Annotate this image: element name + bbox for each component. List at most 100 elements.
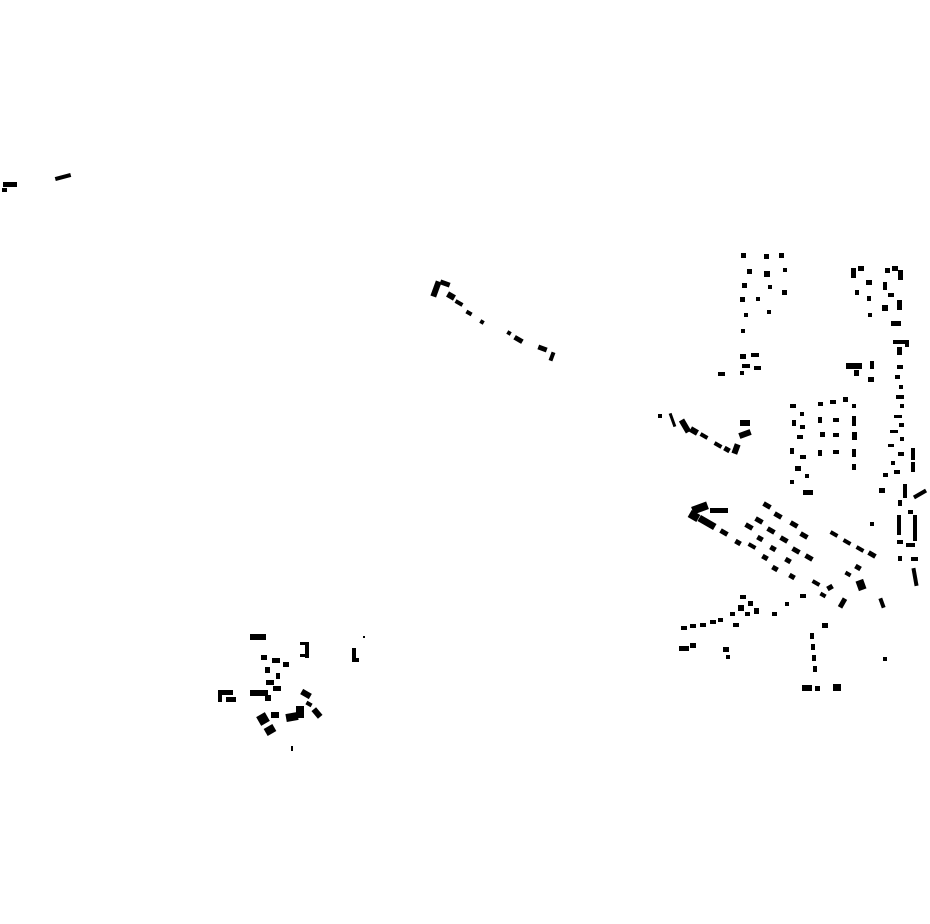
building-footprint: [726, 655, 730, 659]
building-footprint: [363, 636, 365, 638]
building-footprint: [687, 510, 701, 522]
building-footprint: [719, 528, 729, 537]
building-footprint: [906, 543, 915, 547]
building-footprint: [767, 310, 771, 314]
building-footprint: [756, 534, 764, 543]
building-footprint: [740, 354, 746, 359]
building-footprint: [804, 553, 814, 562]
building-footprint: [799, 531, 809, 540]
building-footprint: [710, 508, 728, 513]
building-footprint: [658, 414, 662, 418]
building-footprint: [911, 567, 919, 587]
building-footprint: [899, 423, 904, 427]
building-footprint: [742, 364, 750, 368]
building-footprint: [745, 612, 750, 616]
building-footprint: [900, 437, 904, 441]
building-footprint: [678, 418, 692, 434]
building-footprint: [888, 444, 894, 447]
building-footprint: [855, 290, 859, 295]
building-footprint: [893, 340, 908, 344]
building-footprint: [855, 578, 867, 592]
building-footprint: [792, 420, 796, 426]
building-footprint: [439, 279, 451, 288]
building-footprint: [837, 597, 848, 609]
building-footprint: [791, 546, 801, 555]
building-footprint: [741, 253, 746, 258]
building-footprint: [764, 271, 770, 277]
building-footprint: [754, 366, 761, 370]
building-footprint: [868, 377, 874, 382]
building-footprint: [818, 402, 823, 406]
building-footprint: [844, 570, 852, 578]
building-footprint: [748, 601, 753, 606]
building-footprint: [897, 347, 902, 355]
building-footprint: [897, 515, 901, 535]
building-footprint: [738, 605, 744, 611]
building-footprint: [820, 432, 825, 437]
building-footprint: [852, 464, 856, 470]
building-footprint: [883, 657, 887, 661]
building-footprint: [54, 172, 72, 182]
building-footprint: [885, 268, 890, 273]
building-footprint: [870, 361, 874, 369]
building-footprint: [783, 268, 787, 272]
building-footprint: [878, 597, 886, 609]
building-footprint: [250, 634, 266, 640]
building-footprint: [738, 429, 752, 439]
building-footprint: [912, 488, 928, 500]
building-footprint: [788, 572, 796, 581]
building-footprint: [795, 466, 801, 471]
building-footprint: [747, 542, 757, 550]
building-footprint: [751, 353, 759, 357]
building-footprint: [790, 404, 796, 408]
building-footprint: [812, 655, 816, 661]
buildings-layer: [2, 172, 928, 751]
building-footprint: [813, 666, 817, 672]
building-footprint: [300, 654, 306, 657]
building-footprint: [513, 335, 524, 344]
building-footprint: [818, 450, 822, 456]
building-footprint: [744, 313, 748, 317]
building-footprint: [3, 182, 17, 187]
building-footprint: [852, 416, 856, 426]
building-footprint: [718, 372, 725, 376]
building-footprint: [803, 490, 813, 495]
building-footprint: [723, 647, 729, 652]
building-footprint: [833, 418, 839, 422]
building-footprint: [300, 642, 306, 645]
building-footprint: [747, 269, 752, 274]
building-footprint: [890, 430, 898, 433]
building-footprint: [891, 321, 901, 326]
building-footprint: [690, 624, 696, 628]
building-footprint: [900, 404, 904, 408]
building-footprint: [710, 620, 716, 624]
building-footprint: [740, 595, 746, 599]
building-footprint: [291, 746, 293, 751]
building-footprint: [805, 474, 809, 478]
building-footprint: [898, 452, 904, 456]
building-footprint: [867, 296, 871, 301]
building-footprint: [810, 633, 814, 639]
building-footprint: [846, 363, 862, 369]
building-footprint: [697, 514, 717, 531]
building-footprint: [818, 417, 822, 423]
building-footprint: [905, 340, 909, 347]
building-footprint: [430, 280, 442, 298]
building-footprint: [898, 270, 903, 280]
building-footprint: [730, 612, 735, 616]
building-footprint: [263, 724, 277, 736]
building-footprint: [754, 516, 764, 525]
building-footprint: [762, 501, 772, 510]
building-footprint: [833, 450, 839, 454]
building-footprint: [866, 280, 872, 285]
building-footprint: [256, 712, 270, 726]
building-footprint: [852, 432, 857, 440]
building-footprint: [226, 697, 236, 702]
building-footprint: [296, 706, 304, 718]
building-footprint: [779, 535, 789, 544]
building-footprint: [261, 655, 267, 660]
building-footprint: [548, 351, 556, 362]
building-footprint: [271, 712, 279, 718]
building-footprint: [681, 626, 687, 630]
building-footprint: [772, 612, 777, 616]
